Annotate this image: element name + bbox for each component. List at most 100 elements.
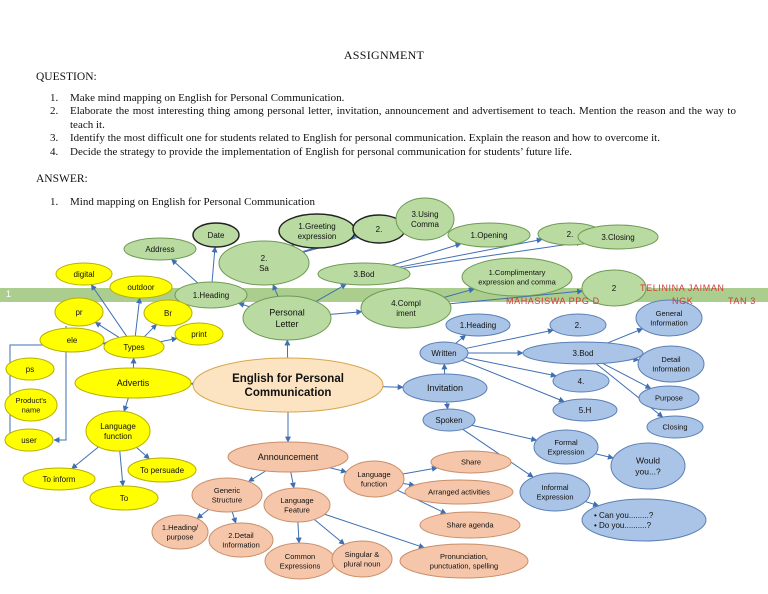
connector-i_writ-i_head — [455, 334, 467, 344]
connector-i_writ-i_two — [465, 328, 554, 349]
question-text: Decide the strategy to provide the imple… — [70, 145, 572, 158]
node-i_clos: Closing — [646, 415, 704, 439]
node-shape — [331, 540, 393, 578]
node-label: Expressions — [280, 561, 321, 570]
node-label: English for Personal — [232, 373, 344, 385]
node-n_hp: 1.Heading/purpose — [151, 514, 209, 550]
node-label: 3.Bod — [354, 270, 375, 279]
node-label: Communication — [245, 387, 332, 399]
question-item: 2.Elaborate the most interesting thing a… — [36, 105, 736, 132]
node-shape — [127, 457, 197, 483]
node-label: Br — [164, 309, 172, 318]
node-label: Expression — [547, 447, 584, 456]
connector-l_bod-l_close — [403, 240, 583, 269]
node-shape — [404, 479, 514, 505]
connector-a_lang-a_pers — [136, 446, 150, 460]
node-shape — [55, 262, 113, 286]
connector-l_head-l_date — [211, 246, 218, 283]
node-shape — [218, 240, 310, 286]
node-shape — [399, 543, 529, 579]
connector-i_spok-i_formal — [471, 424, 538, 442]
node-n_pron: Pronunciation,punctuation, spelling — [399, 543, 529, 579]
connector-n_lfunc-n_share — [402, 465, 438, 475]
node-label: Generic — [214, 486, 241, 495]
node-label: 2. — [376, 225, 383, 234]
node-announce: Announcement — [227, 441, 349, 473]
node-a_ps: ps — [5, 357, 55, 381]
node-shape — [637, 345, 705, 383]
node-label: outdoor — [127, 283, 154, 292]
node-label: plural noun — [343, 559, 380, 568]
node-shape — [461, 257, 573, 297]
answer-number: 1. — [50, 196, 59, 208]
question-item: 4. Decide the strategy to provide the imp… — [36, 146, 736, 159]
answer-text: Mind mapping on English for Personal Com… — [70, 196, 316, 208]
question-number: 2. — [50, 105, 59, 118]
node-l_open: 1.Opening — [447, 222, 531, 248]
node-label: Advertis — [117, 378, 150, 388]
node-shape — [109, 275, 173, 299]
node-label: Comma — [411, 220, 440, 229]
node-i_head: 1.Heading — [445, 313, 511, 337]
node-label: 4. — [578, 377, 585, 386]
node-shape — [192, 222, 240, 248]
node-i_five: 5.H — [552, 398, 618, 422]
node-shape — [89, 485, 159, 511]
node-shape — [103, 335, 165, 359]
node-shape — [422, 408, 476, 432]
connector-n_lfeat-n_sing — [314, 519, 345, 545]
connector-n_gen-n_hp — [196, 509, 209, 519]
question-item: 1.Make mind mapping on English for Perso… — [36, 92, 736, 105]
node-label: 1.Heading/ — [162, 523, 199, 532]
watermark-text: TAN 3 — [728, 296, 756, 306]
node-label: digital — [74, 270, 95, 279]
node-shape — [174, 281, 248, 309]
node-shape — [4, 388, 58, 422]
connector-a_lang-a_to — [119, 450, 126, 487]
node-label: Language — [357, 470, 390, 479]
node-i_bod: 3.Bod — [522, 341, 644, 365]
node-shape — [143, 299, 193, 327]
node-shape — [360, 287, 452, 329]
answer-label: ANSWER: — [36, 173, 88, 185]
connector-n_lfunc-n_arr — [402, 481, 416, 488]
node-label: Written — [431, 349, 456, 358]
node-label: user — [21, 436, 37, 445]
node-a_pr: pr — [54, 297, 104, 327]
watermark-text: NGK — [672, 296, 694, 306]
node-label: Announcement — [258, 452, 319, 462]
node-i_two: 2. — [549, 313, 607, 337]
node-label: Date — [208, 231, 225, 240]
connector-i_writ-i_five — [461, 359, 565, 403]
node-i_purp: Purpose — [638, 385, 700, 411]
node-label: function — [361, 479, 387, 488]
node-label: 1.Complimentary — [489, 268, 546, 277]
node-shape — [74, 367, 192, 399]
connector-a_types-a_br — [143, 324, 157, 338]
connector-invit-i_spok — [443, 401, 450, 410]
connector-n_lfeat-n_pron — [324, 513, 425, 549]
question-number: 4. — [50, 145, 59, 158]
connector-l_compl-l_c2 — [449, 288, 584, 305]
node-shape — [519, 472, 591, 512]
node-label: Share — [461, 458, 481, 467]
node-label: 2. — [567, 230, 574, 239]
connector-announce-n_lfeat — [289, 471, 296, 489]
node-shape — [191, 477, 263, 513]
node-shape — [552, 398, 618, 422]
node-shape — [638, 385, 700, 411]
node-a_inform: To inform — [22, 467, 96, 491]
node-label: expression and comma — [478, 277, 556, 286]
node-shape — [208, 522, 274, 558]
node-label: Pronunciation, — [440, 552, 488, 561]
node-shape — [5, 357, 55, 381]
connector-a_lang-a_inform — [71, 446, 99, 470]
node-label: Purpose — [655, 394, 683, 403]
node-label: Product's — [15, 396, 46, 405]
